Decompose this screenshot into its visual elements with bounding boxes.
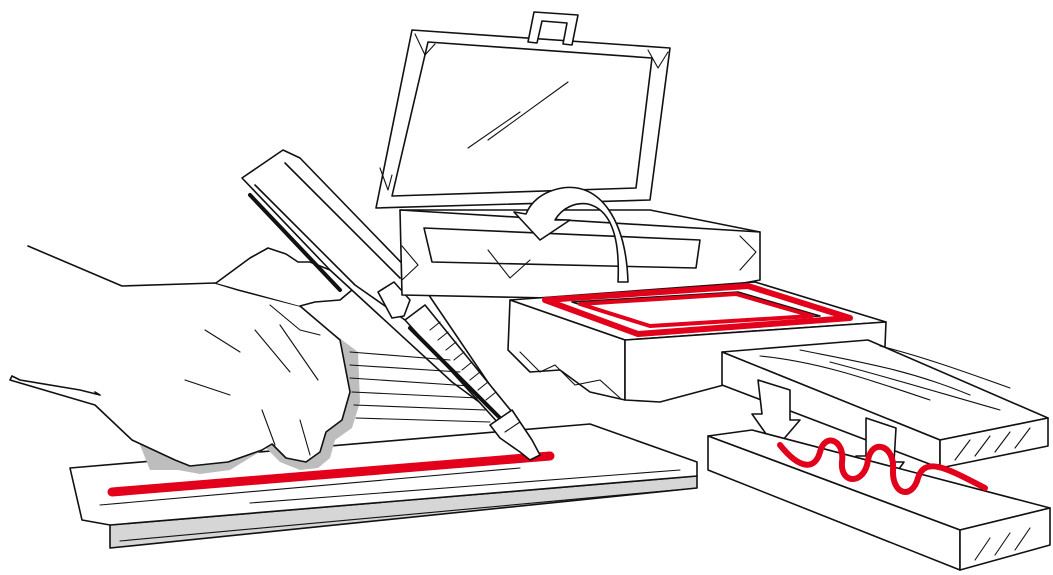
applicator-barrel bbox=[405, 305, 512, 425]
packaging-box-icon bbox=[376, 12, 760, 300]
hand-icon bbox=[10, 246, 360, 474]
